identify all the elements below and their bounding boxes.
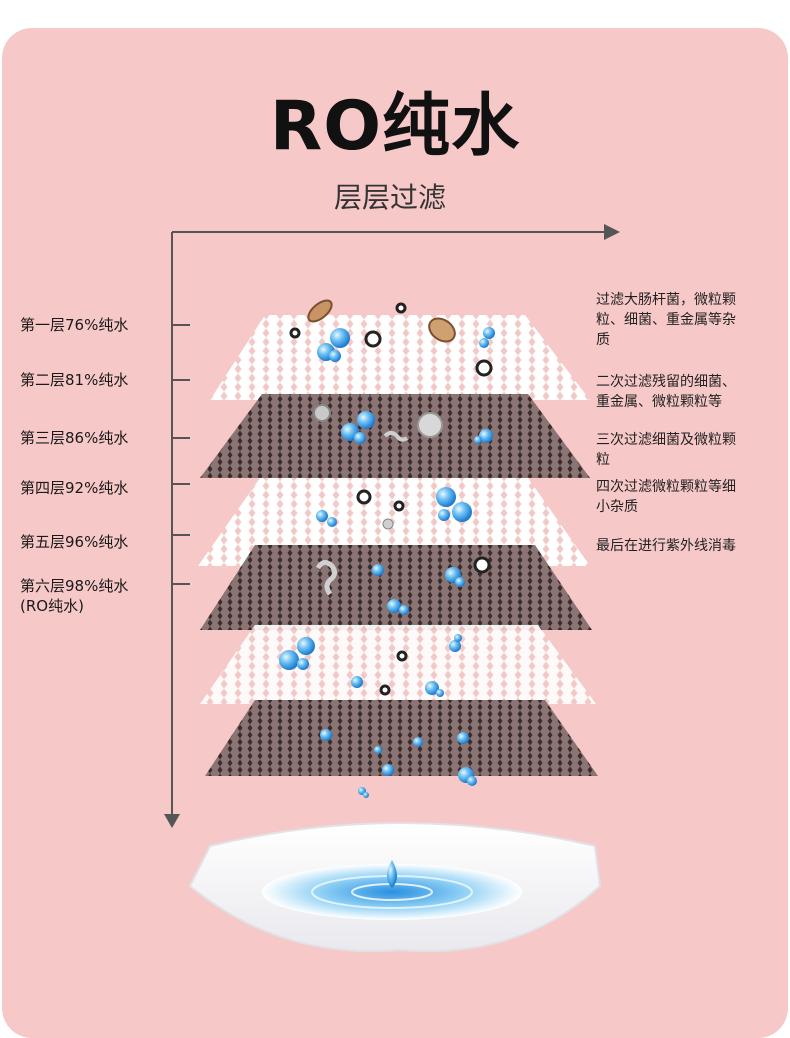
- water-dish: [188, 822, 602, 953]
- description-4: 四次过滤微粒颗粒等细 小杂质: [596, 477, 766, 517]
- description-line: 粒、细菌、重金属等杂: [596, 312, 736, 328]
- description-line: 过滤大肠杆菌，微粒颗: [596, 292, 736, 308]
- description-line: 二次过滤残留的细菌、: [596, 374, 736, 390]
- layer-label-4: 第四层92%纯水: [20, 479, 129, 497]
- description-5: 最后在进行紫外线消毒: [596, 536, 766, 556]
- mesh-layer-3: [198, 478, 590, 566]
- description-line: 粒: [596, 452, 610, 468]
- axis-arrows: [164, 224, 620, 828]
- metal-particle-icons: [313, 404, 443, 596]
- mesh-layer-6: [205, 700, 598, 776]
- description-line: 质: [596, 332, 610, 348]
- description-line: 最后在进行紫外线消毒: [596, 538, 736, 554]
- page-subtitle: 层层过滤: [333, 181, 446, 214]
- description-2: 二次过滤残留的细菌、 重金属、微粒颗粒等: [596, 372, 766, 412]
- label-ticks: [172, 324, 190, 585]
- layer-label-6: 第六层98%纯水: [20, 577, 129, 595]
- bacteria-icon: [307, 299, 456, 343]
- particle-icons: [289, 302, 493, 696]
- layer-label-5: 第五层96%纯水: [20, 533, 129, 551]
- mesh-layer-5: [200, 625, 596, 704]
- layer-label-2: 第二层81%纯水: [20, 371, 129, 389]
- description-line: 小杂质: [596, 499, 638, 515]
- description-3: 三次过滤细菌及微粒颗 粒: [596, 430, 766, 470]
- description-1: 过滤大肠杆菌，微粒颗 粒、细菌、重金属等杂 质: [596, 290, 766, 350]
- water-droplet-icons: [279, 327, 495, 867]
- description-line: 三次过滤细菌及微粒颗: [596, 432, 736, 448]
- description-line: 重金属、微粒颗粒等: [596, 394, 722, 410]
- layer-label-1: 第一层76%纯水: [20, 316, 129, 334]
- mesh-layer-1: [210, 315, 590, 400]
- mesh-layer-4: [200, 545, 592, 630]
- layer-label-3: 第三层86%纯水: [20, 429, 129, 447]
- page-title: RO纯水: [269, 87, 521, 166]
- layer-label-6-note: (RO纯水): [20, 597, 84, 615]
- description-line: 四次过滤微粒颗粒等细: [596, 479, 736, 495]
